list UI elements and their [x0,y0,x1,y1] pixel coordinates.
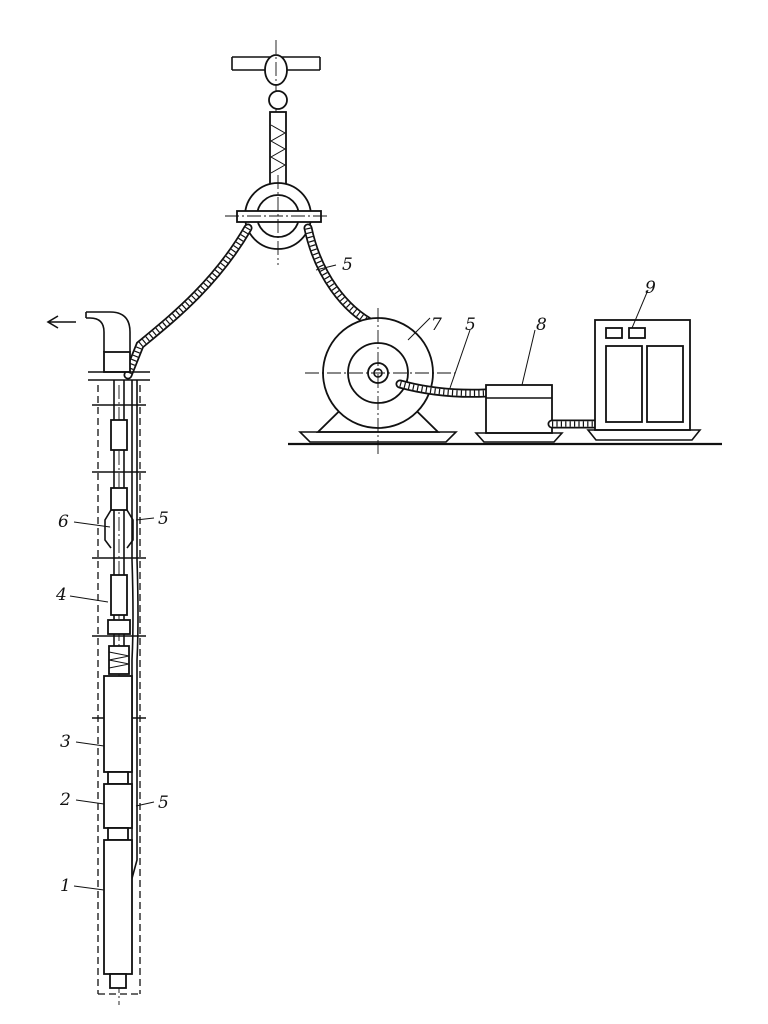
cable-drum [298,308,458,455]
pump-coupling [107,771,129,785]
cable-pulley-to-drum [303,223,380,330]
label-6: 6 [58,512,69,532]
motor-end-cap [109,973,127,989]
leader-lines [69,264,649,891]
label-5-pulley-cable: 5 [342,255,353,275]
pipe-column [92,380,146,719]
cable-pulley-to-well [123,223,253,380]
label-9-control-station: 9 [645,278,656,298]
label-7-drum: 7 [431,315,442,335]
well-head-flange [88,351,150,381]
pump-section-2 [103,783,133,829]
overhead-beam [231,40,321,120]
motor-coupling [107,827,129,841]
label-5-drum-cable: 5 [465,315,476,335]
label-8-transformer: 8 [536,315,547,335]
cable-drum-to-unit8 [395,379,491,398]
label-3: 3 [60,732,71,752]
label-4: 4 [55,585,67,605]
pulley-sheave [225,175,330,265]
control-station [586,319,702,441]
transformer-unit [474,384,564,443]
label-2: 2 [59,790,71,810]
discharge-pipe [46,311,131,352]
pump-section-3 [103,675,133,773]
label-5-downhole-upper: 5 [158,509,169,529]
callout-labels: 5 7 5 8 9 6 5 4 3 2 5 1 [55,255,656,896]
motor-section-1 [103,839,133,975]
cable-downhole [125,380,139,883]
label-5-downhole-lower: 5 [158,793,169,813]
label-1: 1 [60,876,71,896]
